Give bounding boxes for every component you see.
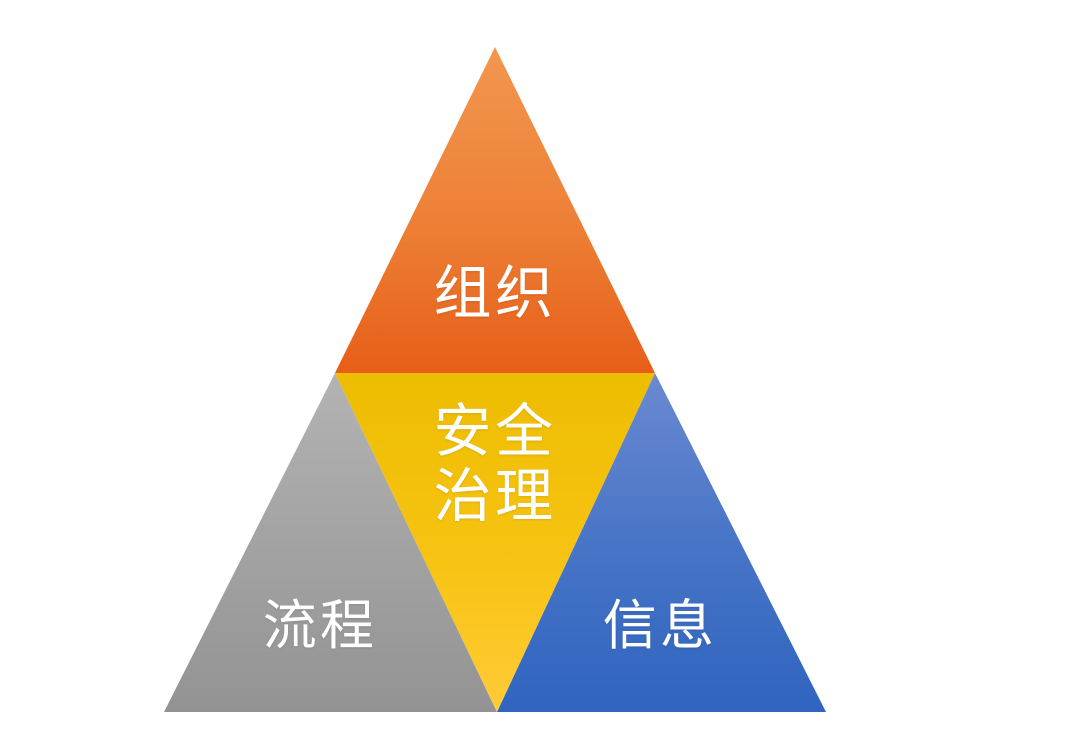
pyramid-segment-organization[interactable] — [335, 47, 655, 373]
pyramid-label-governance: 安全 治理 — [433, 399, 557, 529]
pyramid-segment-governance[interactable] — [335, 373, 655, 712]
pyramid-segment-process[interactable] — [164, 373, 497, 712]
pyramid-label-process: 流程 — [262, 596, 378, 656]
pyramid-label-organization: 组织 — [433, 261, 557, 326]
pyramid-label-information: 信息 — [602, 596, 718, 656]
pyramid-segment-information[interactable] — [497, 373, 826, 712]
